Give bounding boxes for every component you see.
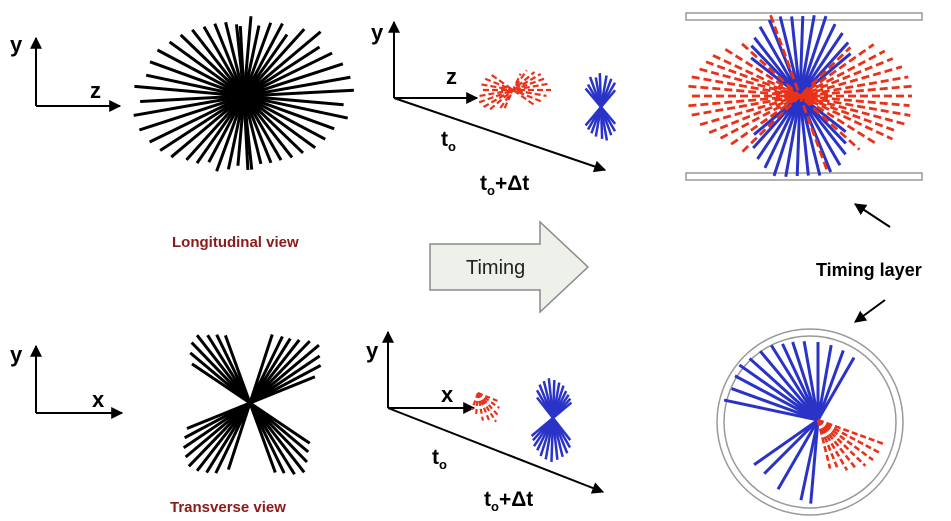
longitudinal-timed-axes: y z to to+Δt	[371, 20, 607, 198]
transverse-axis-y-label: y	[10, 342, 23, 367]
longitudinal-track-burst	[133, 16, 354, 172]
longitudinal-axis-z-label: z	[90, 78, 101, 103]
transverse-t0-label: to	[432, 446, 447, 472]
red-track	[817, 418, 881, 455]
red-track	[817, 418, 874, 462]
red-track	[503, 73, 522, 109]
blue-track	[799, 419, 820, 501]
blue-track	[759, 350, 820, 421]
blue-track	[770, 344, 820, 421]
transverse-view-title: Transverse view	[170, 499, 286, 516]
transverse-late-blue-tracks	[530, 378, 573, 463]
blue-track	[738, 363, 819, 422]
longitudinal-t0-label: to	[441, 128, 456, 154]
transverse-timed-axis-y-label: y	[366, 338, 379, 363]
timing-layer-ring-outer	[716, 328, 904, 516]
red-track	[816, 419, 832, 469]
black-track	[191, 362, 311, 445]
blue-track	[776, 419, 820, 491]
blue-track	[748, 357, 820, 422]
transverse-axes: y x	[10, 342, 124, 419]
blue-track	[731, 387, 819, 422]
blue-track	[816, 349, 845, 421]
longitudinal-axis-y-label: y	[10, 32, 23, 57]
timing-layer-bottom	[685, 172, 923, 181]
timing-arrow: Timing	[429, 220, 590, 314]
endcap-blue-tracks	[723, 340, 856, 504]
red-track	[769, 14, 830, 174]
red-track	[476, 392, 492, 424]
longitudinal-early-red-tracks	[478, 69, 551, 111]
timing-arrow-label: Timing	[466, 257, 525, 279]
blue-track	[536, 396, 572, 441]
blue-track	[530, 401, 573, 437]
red-track	[817, 419, 867, 467]
red-track	[719, 49, 886, 140]
blue-track	[802, 340, 820, 421]
red-track	[476, 392, 484, 421]
endcap-detector	[716, 328, 904, 516]
transverse-timed-axes: y x to to+Δt	[366, 330, 605, 514]
blue-track	[816, 356, 856, 421]
longitudinal-late-blue-tracks	[584, 72, 617, 141]
longitudinal-t1-label: to+Δt	[480, 172, 529, 198]
blue-track	[781, 343, 820, 421]
black-track	[238, 26, 250, 170]
blue-track	[809, 419, 820, 504]
red-track	[741, 46, 852, 153]
endcap-red-tracks	[816, 418, 887, 471]
barrel-detector	[685, 12, 923, 181]
longitudinal-view-title: Longitudinal view	[172, 234, 299, 251]
red-track	[699, 65, 903, 127]
blue-track	[584, 87, 617, 125]
timing-layer-pointer-up	[853, 203, 891, 228]
red-track	[816, 419, 840, 471]
blue-track	[816, 344, 833, 421]
timing-layer-pointer-down	[854, 299, 886, 323]
longitudinal-timed-axis-z-label: z	[446, 64, 457, 89]
transverse-timed-axis-x-label: x	[441, 382, 454, 407]
transverse-track-burst	[182, 334, 322, 476]
red-track	[470, 392, 480, 411]
red-track	[817, 418, 887, 446]
timing-layer-label: Timing layer	[816, 260, 922, 280]
blue-track	[723, 398, 819, 422]
red-track	[477, 392, 497, 423]
transverse-axis-x-label: x	[92, 387, 105, 412]
timing-layer-ring-inner	[723, 335, 897, 509]
longitudinal-axes: y z	[10, 32, 122, 112]
blue-track	[763, 418, 820, 475]
longitudinal-timed-axis-y-label: y	[371, 20, 384, 45]
red-track	[478, 77, 546, 104]
blue-track	[791, 341, 820, 421]
red-track	[479, 82, 549, 97]
red-track	[730, 43, 875, 146]
red-track	[816, 419, 849, 471]
blue-track	[753, 418, 819, 466]
barrel-red-tracks	[688, 14, 912, 174]
transverse-early-red-tracks	[470, 391, 500, 424]
red-track	[816, 419, 858, 470]
blue-track	[734, 374, 819, 422]
transverse-t1-label: to+Δt	[484, 488, 533, 514]
